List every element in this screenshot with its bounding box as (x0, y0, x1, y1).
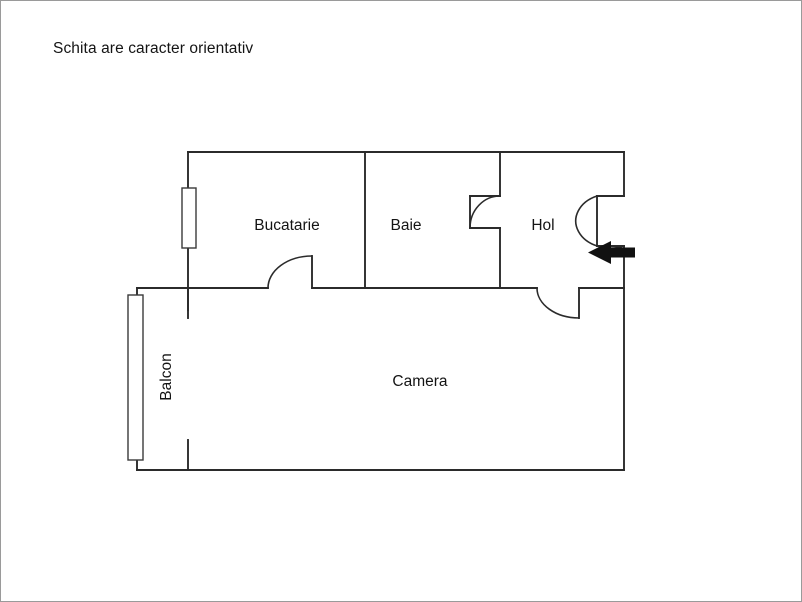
interior-partitions (364, 151, 501, 289)
kitchen-door-arc (267, 255, 313, 289)
camera-walls (136, 287, 625, 471)
entrance-arrow-icon (588, 241, 635, 264)
windows (127, 187, 197, 461)
balcony-window-icon (127, 294, 144, 461)
kitchen-window-icon (181, 187, 197, 249)
room-label-bucatarie: Bucatarie (254, 217, 319, 234)
room-label-camera: Camera (392, 373, 448, 390)
room-label-balcon: Balcon (158, 353, 175, 400)
entrance-door-arc (575, 195, 625, 249)
camera-door-arc (536, 287, 580, 319)
bathroom-door-arc (469, 195, 501, 229)
room-label-hol: Hol (531, 217, 554, 234)
arrow-left-shape (588, 241, 635, 264)
upper-block-walls (187, 151, 625, 471)
room-labels: Bucatarie Baie Hol Camera Balcon (158, 217, 555, 401)
page-title: Schita are caracter orientativ (53, 40, 254, 57)
doors (267, 195, 625, 319)
room-label-baie: Baie (390, 217, 421, 234)
